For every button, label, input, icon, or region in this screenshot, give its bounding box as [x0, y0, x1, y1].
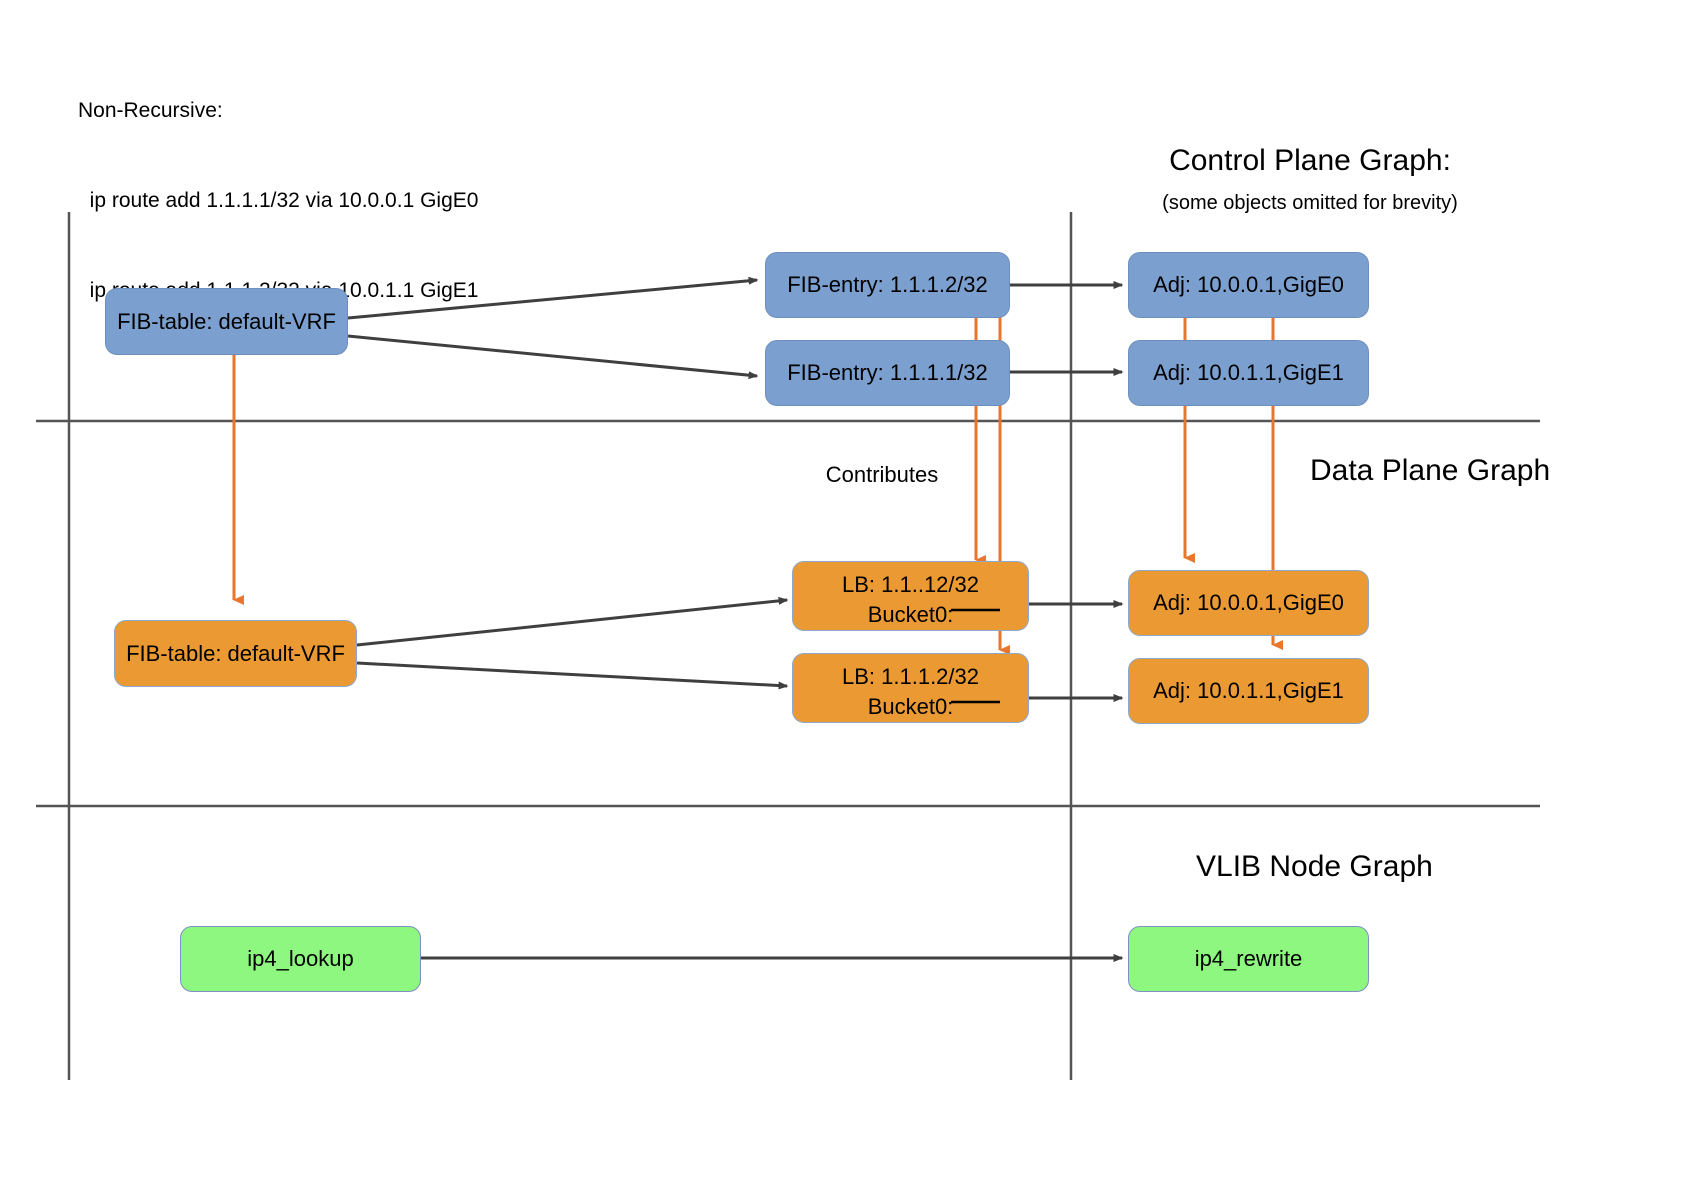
node-vlib-ip4-lookup[interactable]: ip4_lookup: [180, 926, 421, 992]
node-label: Adj: 10.0.0.1,GigE0: [1153, 590, 1344, 615]
node-cp-adj-gige1[interactable]: Adj: 10.0.1.1,GigE1: [1128, 340, 1369, 406]
vlib-title: VLIB Node Graph: [1196, 850, 1433, 883]
node-label: FIB-entry: 1.1.1.1/32: [787, 360, 988, 385]
route-config-line-1: ip route add 1.1.1.1/32 via 10.0.0.1 Gig…: [78, 189, 479, 212]
node-vlib-ip4-rewrite[interactable]: ip4_rewrite: [1128, 926, 1369, 992]
node-label-line2: Bucket0:: [867, 694, 954, 719]
node-label: Adj: 10.0.0.1,GigE0: [1153, 272, 1344, 297]
node-label: FIB-entry: 1.1.1.2/32: [787, 272, 988, 297]
contributes-label: Contributes: [825, 462, 939, 487]
route-config-line-0: Non-Recursive:: [78, 99, 223, 122]
node-label-line2: Bucket0:: [867, 602, 954, 627]
node-label: FIB-table: default-VRF: [126, 640, 345, 666]
node-dp-adj-gige0[interactable]: Adj: 10.0.0.1,GigE0: [1128, 570, 1369, 636]
node-dp-adj-gige1[interactable]: Adj: 10.0.1.1,GigE1: [1128, 658, 1369, 724]
data-plane-title: Data Plane Graph: [1310, 454, 1551, 487]
node-label-line1: LB: 1.1..12/32: [842, 572, 979, 597]
node-cp-fib-table[interactable]: FIB-table: default-VRF: [105, 288, 348, 355]
node-label: ip4_lookup: [247, 946, 354, 971]
node-dp-fib-table[interactable]: FIB-table: default-VRF: [114, 620, 357, 687]
node-cp-fib-entry-2[interactable]: FIB-entry: 1.1.1.2/32: [765, 252, 1010, 318]
lane-dividers: [36, 212, 1540, 1080]
control-plane-title: Control Plane Graph:: [1169, 144, 1451, 177]
node-label: FIB-table: default-VRF: [117, 308, 336, 334]
node-label-line1: LB: 1.1.1.2/32: [842, 664, 979, 689]
node-label: ip4_rewrite: [1194, 946, 1303, 971]
node-dp-lb-1[interactable]: LB: 1.1.1.2/32 Bucket0:: [792, 653, 1029, 723]
node-label: Adj: 10.0.1.1,GigE1: [1153, 678, 1344, 703]
node-label: Adj: 10.0.1.1,GigE1: [1153, 360, 1344, 385]
control-plane-subtitle: (some objects omitted for brevity): [1162, 192, 1458, 214]
control-plane-edges: [347, 276, 1124, 380]
node-cp-adj-gige0[interactable]: Adj: 10.0.0.1,GigE0: [1128, 252, 1369, 318]
node-dp-lb-0[interactable]: LB: 1.1..12/32 Bucket0:: [792, 561, 1029, 631]
node-cp-fib-entry-1[interactable]: FIB-entry: 1.1.1.1/32: [765, 340, 1010, 406]
